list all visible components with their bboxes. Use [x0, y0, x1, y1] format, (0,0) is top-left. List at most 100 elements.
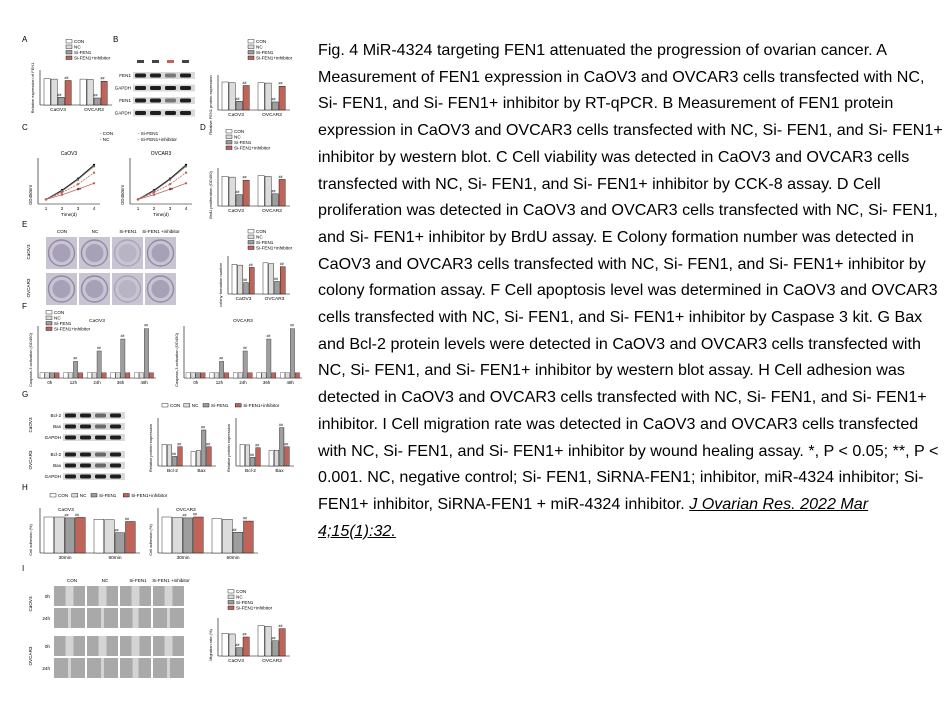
panel-h1-bar [43, 516, 54, 554]
legend-c-entry: - CON [100, 131, 113, 136]
ylabel-d: BrdU proliferation (OD450) [208, 171, 213, 219]
wound-row-label: 0h [45, 644, 51, 649]
panel-h1-sig: ## [115, 528, 119, 532]
blot-g-band [80, 452, 91, 457]
legend-e-entry: CON [256, 229, 266, 234]
panel-i-tick: CaOV3 [228, 658, 244, 664]
legend-a-entry: Si-FEN1+inhibitor [74, 56, 111, 61]
panel-f2-bar [195, 372, 201, 379]
legend-i-swatch [227, 594, 235, 599]
panel-i-bar [242, 636, 250, 657]
legend-f-swatch [45, 321, 53, 326]
panel-c2-series-line [137, 164, 187, 200]
legend-e-entry: NC [256, 235, 263, 240]
wound-gap [164, 636, 173, 656]
panel-f2-bar [219, 361, 224, 379]
panel-h2-sig: ## [243, 517, 247, 521]
wound-cell2: OVCAR3 [28, 646, 33, 665]
legend-d-swatch [225, 134, 233, 139]
panel-c2-tick: 1 [137, 206, 140, 211]
wound-gap [164, 586, 173, 606]
panel-f1-sig: ## [144, 324, 148, 328]
colony-dish [146, 239, 175, 267]
legend-c-entry: - Si-FEN1+inhibitor [138, 137, 177, 142]
panel-c2-sig: ## [169, 187, 173, 191]
blot-b-band [165, 111, 176, 115]
legend-b-entry: CON [256, 39, 266, 44]
blot-g-band-bg [63, 462, 125, 469]
colony-row-label: OVCAR3 [26, 278, 31, 297]
legend-d-entry: Si-FEN1 [234, 140, 252, 145]
panel-c1-series-line [45, 172, 95, 200]
colony-tile [112, 237, 143, 269]
panel-a-bar [86, 79, 94, 106]
panel-c2-point [152, 193, 156, 196]
panel-letter-G: G [22, 390, 28, 399]
panel-h1-tick: 60min [108, 555, 121, 561]
panel-c1-series-line [45, 182, 95, 200]
panel-i-bar [228, 633, 236, 657]
legend-b-swatch [247, 44, 255, 49]
panel-h2-sig: ## [183, 513, 187, 517]
panel-d-bar [242, 179, 250, 207]
panel-h1-tick: 30min [58, 555, 71, 561]
panel-f1-bar [115, 372, 121, 379]
legend-d-swatch [225, 129, 233, 134]
panel-g1-sig: ## [177, 442, 181, 446]
panel-h2-bar [211, 518, 222, 554]
legend-i-swatch [227, 600, 235, 605]
panel-f2-tick: 24h [239, 380, 247, 385]
legend-i-entry: CON [236, 589, 246, 594]
panel-b-bar [278, 86, 286, 111]
panel-e-bar [268, 263, 274, 295]
panel-h2-sig: ## [193, 513, 197, 517]
panel-a-bar [100, 81, 108, 106]
blot-b-band [135, 98, 146, 103]
panel-i-bar [278, 628, 286, 657]
legend-i-entry: Si-FEN1+inhibitor [236, 606, 273, 611]
blot-g-label: GAPDH [45, 435, 61, 440]
blot-g-band [110, 463, 121, 468]
blot-g-band [80, 474, 91, 479]
panel-h2-bar [243, 520, 254, 554]
panel-f2-bar [224, 372, 229, 379]
legend-d-swatch [225, 145, 233, 150]
citation-link[interactable]: J Ovarian Res. 2022 Mar 4;15(1):32. [318, 494, 869, 540]
panel-g1-sig: ## [201, 426, 205, 430]
panel-e-sig: ## [274, 277, 278, 281]
panel-i-sig: ## [279, 624, 283, 628]
legend-b-entry: Si-FEN1 [256, 50, 274, 55]
blot-b-band [135, 73, 146, 78]
panel-d-tick: OVCAR3 [262, 208, 282, 214]
blot-b-lane-marker [182, 60, 189, 63]
panel-g2-bar [268, 450, 274, 467]
blot-b-band [150, 98, 161, 103]
blot-g-band [80, 435, 91, 440]
colony-dish [113, 275, 142, 303]
panel-h2-sig: ## [233, 528, 237, 532]
panel-c1-point [92, 182, 96, 185]
legend-b-entry: Si-FEN1+inhibitor [256, 56, 293, 61]
colony-dish [80, 275, 109, 303]
panel-c1-point [92, 171, 96, 174]
panel-a-bar [57, 97, 65, 106]
panel-c1-series-line [45, 164, 95, 200]
blot-g-band-bg [63, 434, 125, 441]
legend-i-entry: Si-FEN1 [236, 600, 254, 605]
blot-g-band [95, 424, 106, 429]
wound-gap [132, 658, 139, 678]
panel-b-sig: ## [243, 81, 247, 85]
legend-a-swatch [65, 55, 73, 60]
legend-a-swatch [65, 50, 73, 55]
panel-a-sig: ## [65, 76, 69, 80]
panel-g1-sig: ## [206, 442, 210, 446]
panel-h2-bar [161, 516, 172, 554]
panel-c1-point [76, 178, 80, 181]
colony-spots [85, 244, 104, 262]
colony-spots [85, 280, 104, 298]
blot-b-lane-marker [137, 60, 144, 63]
blot-b-band [180, 111, 191, 115]
panel-b-tick: OVCAR3 [262, 112, 282, 118]
panel-a-bar [64, 80, 72, 106]
wound-col-label: CON [67, 578, 77, 583]
